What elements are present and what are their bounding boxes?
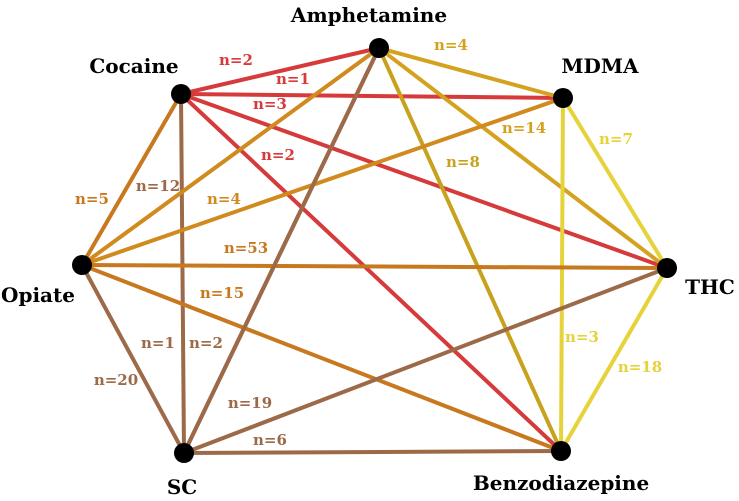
edge-label-amphetamine-sc: n=2: [189, 334, 223, 352]
node-sc: [174, 443, 194, 463]
edge-opiate-thc: [80, 263, 669, 270]
node-amphetamine: [369, 38, 389, 58]
edge-label-cocaine-amphetamine: n=2: [219, 51, 253, 69]
edge-label-sc-benzodiazepine: n=6: [253, 431, 287, 449]
edge-label-thc-benzodiazepine: n=18: [618, 358, 662, 376]
node-label-thc: THC: [685, 275, 735, 299]
edge-sc-amphetamine: [182, 46, 381, 455]
edge-mdma-opiate: [80, 96, 565, 267]
edge-label-sc-amphetamine: n=1: [141, 334, 175, 352]
edge-cocaine-amphetamine: [179, 46, 381, 96]
node-mdma: [553, 88, 573, 108]
edge-label-opiate-benzodiazepine: n=15: [200, 284, 244, 302]
edge-opiate-benzodiazepine: [80, 263, 563, 453]
edge-label-opiate-sc: n=20: [94, 371, 138, 389]
edge-amphetamine-opiate: [80, 46, 381, 267]
node-label-amphetamine: Amphetamine: [290, 3, 447, 27]
node-benzodiazepine: [551, 441, 571, 461]
edge-label-cocaine-sc: n=12: [136, 177, 180, 195]
edge-amphetamine-thc: [377, 46, 669, 270]
edge-thc-sc: [182, 266, 669, 455]
node-thc: [657, 258, 677, 278]
edge-amphetamine-benzodiazepine: [377, 46, 563, 453]
edge-sc-benzodiazepine: [182, 449, 563, 455]
node-opiate: [72, 255, 92, 275]
edge-cocaine-opiate: [80, 92, 183, 267]
edge-mdma-benzodiazepine: [559, 96, 565, 453]
edge-labels-group: n=2 n=1 n=3 n=2 n=5 n=12 n=4 n=14 n=8 n=4 n=2 n=7 n=…: [75, 36, 662, 449]
node-cocaine: [171, 84, 191, 104]
edge-label-cocaine-opiate: n=5: [75, 190, 109, 208]
edge-label-amphetamine-thc: n=14: [502, 119, 546, 137]
edge-label-mdma-benzodiazepine: n=3: [565, 328, 599, 346]
edge-cocaine-sc: [179, 92, 186, 455]
edge-label-mdma-thc: n=7: [599, 130, 633, 148]
node-label-mdma: MDMA: [561, 54, 639, 78]
edge-label-thc-sc: n=19: [228, 394, 272, 412]
nodes-group: [72, 38, 677, 463]
node-label-sc: SC: [167, 475, 197, 499]
edge-cocaine-thc: [179, 92, 669, 270]
node-label-benzodiazepine: Benzodiazepine: [473, 471, 649, 495]
node-label-cocaine: Cocaine: [89, 54, 178, 78]
edge-label-amphetamine-opiate: n=4: [207, 190, 241, 208]
edge-label-cocaine-thc: n=3: [253, 95, 287, 113]
edge-cocaine-mdma: [179, 92, 565, 100]
edge-label-amphetamine-mdma: n=4: [434, 36, 468, 54]
node-label-opiate: Opiate: [1, 283, 75, 307]
edge-cocaine-benzodiazepine: [179, 92, 563, 453]
edge-label-opiate-thc: n=53: [224, 239, 268, 257]
edge-thc-benzodiazepine: [559, 266, 669, 453]
edge-mdma-thc: [561, 96, 669, 270]
edge-amphetamine-mdma: [377, 46, 565, 100]
edges-group: [80, 46, 669, 455]
edge-label-cocaine-benzodiazepine: n=2: [261, 146, 295, 164]
edge-opiate-sc: [80, 263, 186, 455]
edge-label-amphetamine-benzodiazepine: n=8: [446, 153, 480, 171]
edge-label-cocaine-mdma: n=1: [276, 70, 310, 88]
